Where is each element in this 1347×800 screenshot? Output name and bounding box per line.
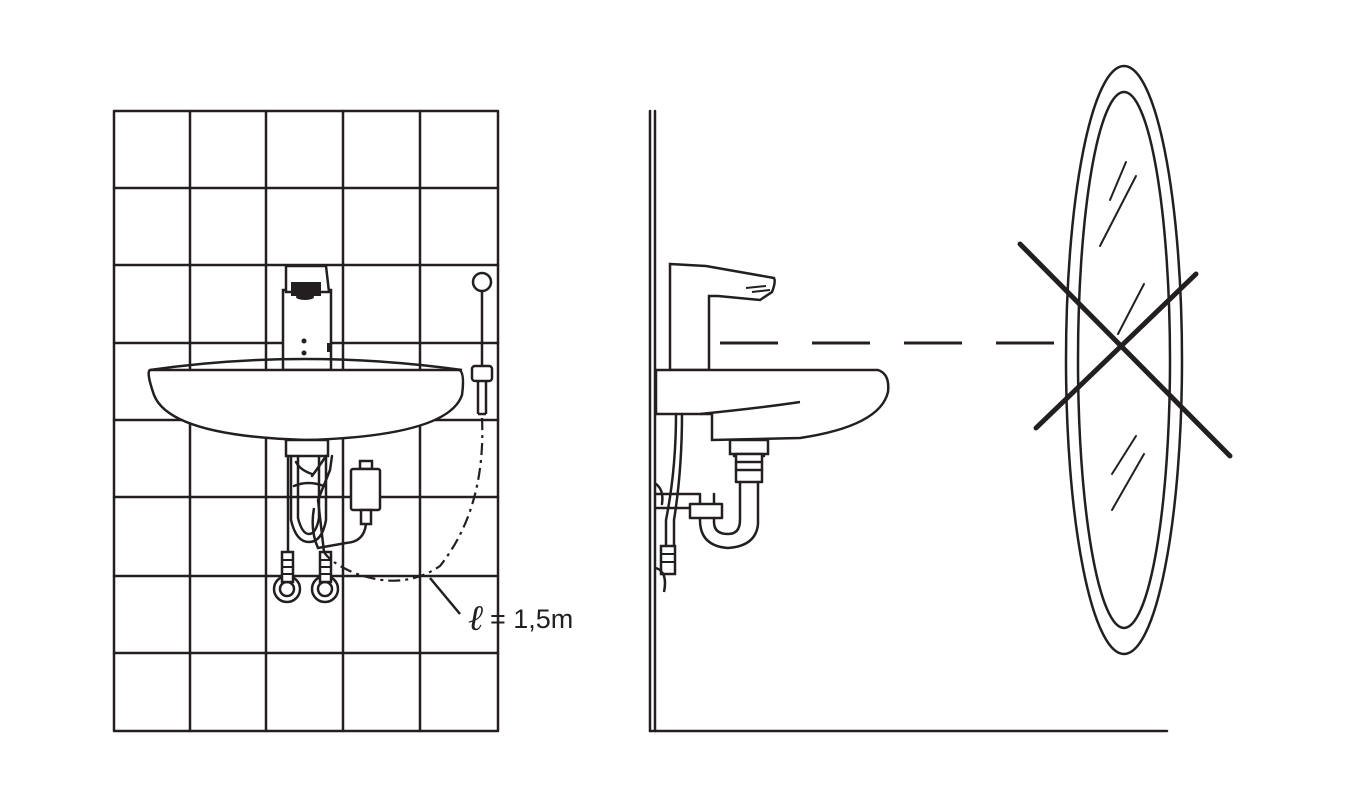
- angle-valves: [272, 550, 340, 604]
- shower-hose: [323, 271, 494, 582]
- sensor-faucet-front: [281, 264, 333, 372]
- sensor-faucet-side: [668, 262, 776, 372]
- siphon-side: [654, 412, 766, 550]
- siphon-front: [286, 454, 334, 554]
- washbasin-side: [654, 368, 890, 456]
- angle-valves-side: [655, 544, 677, 593]
- side-view: [648, 64, 1233, 733]
- wall-and-floor: [648, 109, 1169, 733]
- washbasin-front: [147, 357, 465, 458]
- hose-length-callout: ℓ = 1,5m: [429, 577, 573, 639]
- hose-length-label: = 1,5m: [490, 604, 573, 634]
- tile-wall: [112, 109, 500, 733]
- length-symbol: ℓ: [468, 598, 483, 639]
- front-view: ℓ = 1,5m: [112, 109, 573, 733]
- mirror-glare: [1099, 161, 1145, 511]
- mirror: [1064, 64, 1184, 656]
- cross-out-mark: [1017, 241, 1233, 459]
- control-box: [311, 459, 382, 550]
